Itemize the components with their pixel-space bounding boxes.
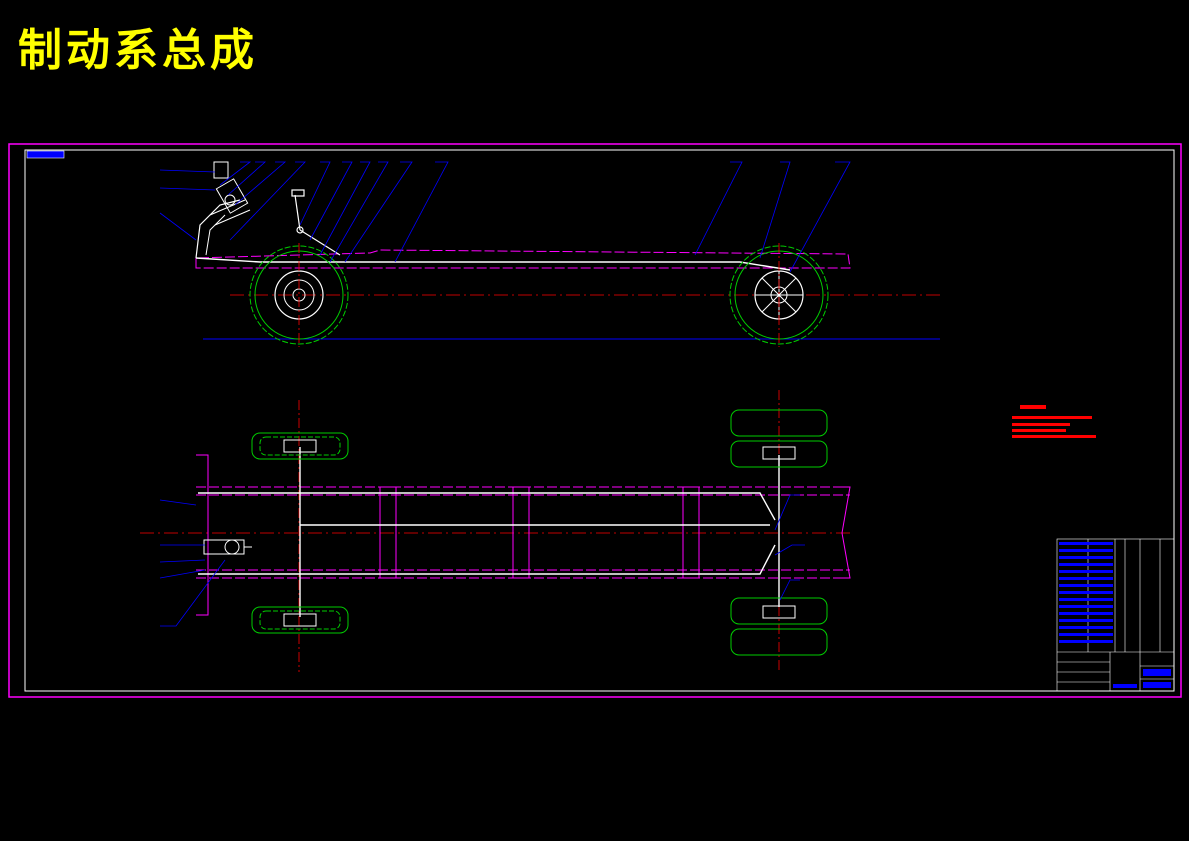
outer-frame <box>8 143 1182 698</box>
drawing-title: 制动系总成 <box>18 25 258 76</box>
front-wheel <box>249 243 349 347</box>
technical-notes <box>1012 405 1096 438</box>
front-left-wheel-plan <box>251 432 349 460</box>
leader-lines-plan <box>159 494 805 627</box>
parts-list-rows <box>1059 542 1113 643</box>
master-cylinder <box>209 161 251 226</box>
inner-border <box>24 149 1175 692</box>
rear-left-wheels-plan <box>730 409 828 468</box>
master-cylinder-plan <box>203 539 252 555</box>
plan-view <box>140 390 851 672</box>
title-block <box>1057 652 1174 691</box>
front-right-wheel-plan <box>251 606 349 634</box>
sheet-label-box <box>26 150 65 159</box>
rear-right-wheels-plan <box>730 597 828 656</box>
parts-list <box>1056 538 1175 692</box>
brake-pedal <box>291 189 341 256</box>
leader-lines-top <box>159 161 851 273</box>
side-view <box>159 161 940 347</box>
rear-wheel <box>729 243 829 347</box>
